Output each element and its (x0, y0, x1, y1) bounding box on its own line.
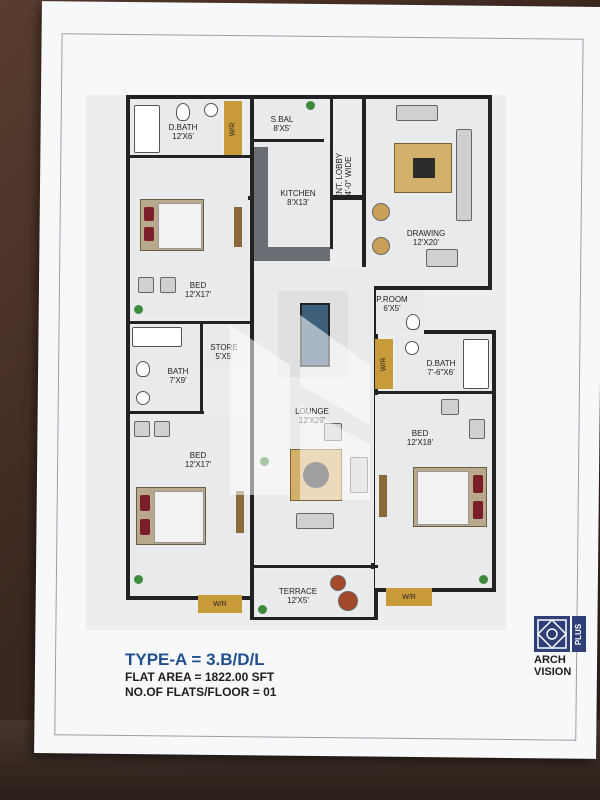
armchair (372, 203, 390, 221)
chair (138, 277, 154, 293)
chair (134, 421, 150, 437)
wall (126, 155, 252, 158)
toilet (176, 103, 190, 121)
wash-basin (204, 103, 218, 117)
plan-type-title: TYPE-A = 3.B/D/L (125, 650, 265, 669)
bed-side-cabinet (236, 491, 244, 533)
chair (154, 421, 170, 437)
armchair (372, 237, 390, 255)
bathtub (463, 339, 489, 389)
carpet (394, 143, 452, 193)
bed (413, 467, 487, 527)
wardrobe-bottom-left: W/R (198, 595, 242, 613)
flats-per-floor: NO.OF FLATS/FLOOR = 01 (125, 685, 277, 699)
wall (126, 411, 204, 414)
toilet (406, 314, 420, 330)
bed (140, 199, 204, 251)
wall (252, 565, 378, 568)
bathtub (132, 327, 182, 347)
room-bath-left (130, 325, 202, 411)
kitchen-counter (254, 247, 330, 261)
room-bed-right (375, 395, 492, 588)
sofa (396, 105, 438, 121)
logo-plus: PLUS (572, 616, 586, 652)
room-kitchen (254, 143, 330, 265)
bed-side-cabinet (234, 207, 242, 247)
watermark-logo (230, 315, 370, 500)
chair (469, 419, 485, 439)
logo-pattern-icon (534, 616, 570, 652)
room-bed-bottom-left (130, 415, 248, 595)
wall (200, 321, 203, 411)
plant-icon (134, 305, 143, 314)
wardrobe-top: W/R (224, 101, 242, 157)
terrace-chair (330, 575, 346, 591)
room-d-bath-top (130, 99, 222, 157)
plant-icon (258, 605, 267, 614)
wall (126, 321, 252, 324)
plant-icon (306, 101, 315, 110)
wall-outer-drawing (362, 95, 492, 290)
wash-basin (405, 341, 419, 355)
wall (375, 391, 495, 394)
flat-area: FLAT AREA = 1822.00 SFT (125, 670, 275, 684)
room-s-bal (254, 99, 320, 139)
wardrobe-right: W/R (375, 339, 393, 389)
kitchen-counter (254, 147, 268, 259)
room-p-room (376, 290, 424, 334)
bed (136, 487, 206, 545)
wardrobe-bottom-right: W/R (386, 588, 432, 606)
toilet (136, 361, 150, 377)
wall (252, 139, 324, 142)
plant-icon (134, 575, 143, 584)
terrace-table (338, 591, 358, 611)
side-table (426, 249, 458, 267)
room-d-bath-right (395, 335, 491, 391)
arch-vision-logo: PLUS ARCH VISION (534, 616, 592, 688)
logo-text: ARCH VISION (534, 654, 572, 678)
room-bed-top-left (130, 159, 248, 319)
chair (441, 399, 459, 415)
plan-info: TYPE-A = 3.B/D/L FLAT AREA = 1822.00 SFT… (125, 650, 276, 700)
bed-side-cabinet (379, 475, 387, 517)
bathtub (134, 105, 160, 153)
sofa (456, 129, 472, 221)
chair (160, 277, 176, 293)
sofa (296, 513, 334, 529)
wash-basin (136, 391, 150, 405)
room-drawing (366, 99, 488, 286)
wall (330, 99, 333, 249)
room-terrace (254, 569, 374, 617)
plant-icon (479, 575, 488, 584)
